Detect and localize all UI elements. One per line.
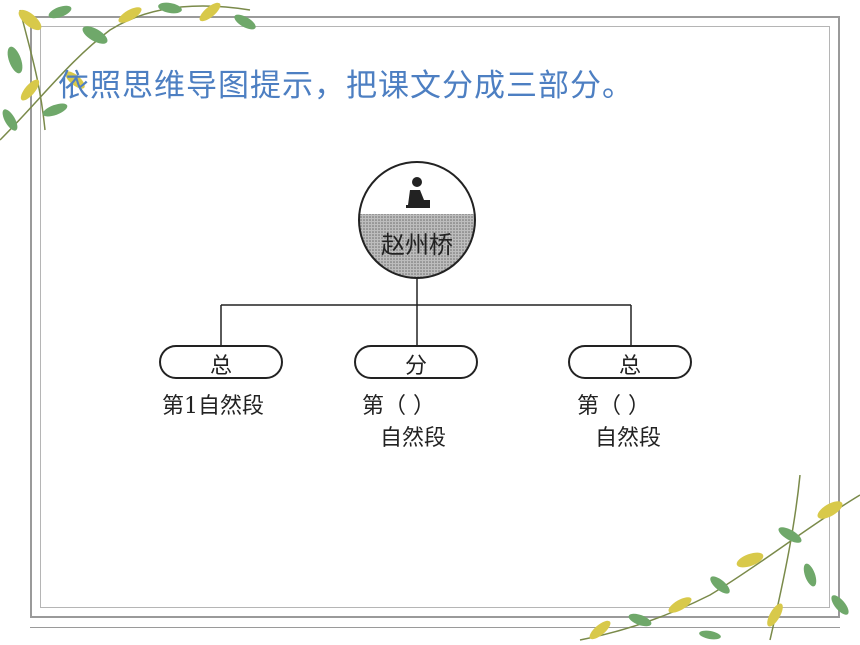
node-pill-2 [354, 345, 478, 379]
leaf-decoration-top-left [0, 2, 256, 141]
instruction-text: 依照思维导图提示，把课文分成三部分。 [58, 68, 634, 104]
node-detail-3-line2: 自然段 [595, 426, 662, 451]
node-label-2: 分 [404, 354, 427, 379]
node-label-3: 总 [618, 354, 641, 379]
node-pill-3 [568, 345, 692, 379]
leaf-decoration-bottom-right [579, 475, 860, 641]
root-node-label: 赵州桥 [381, 231, 453, 259]
node-detail-1-line1: 第1自然段 [162, 394, 264, 419]
reading-person-icon [406, 177, 430, 208]
root-node [358, 161, 476, 279]
slide-frame-inner [40, 26, 830, 608]
node-label-1: 总 [209, 354, 232, 379]
slide-bottom-rule [30, 627, 840, 628]
node-detail-3-line1: 第（ ） [577, 394, 650, 419]
node-detail-2-line1: 第（ ） [362, 394, 435, 419]
node-detail-2-line2: 自然段 [380, 426, 447, 451]
connector-lines [220, 278, 632, 346]
node-pill-1 [159, 345, 283, 379]
slide-frame-outer [30, 16, 840, 618]
